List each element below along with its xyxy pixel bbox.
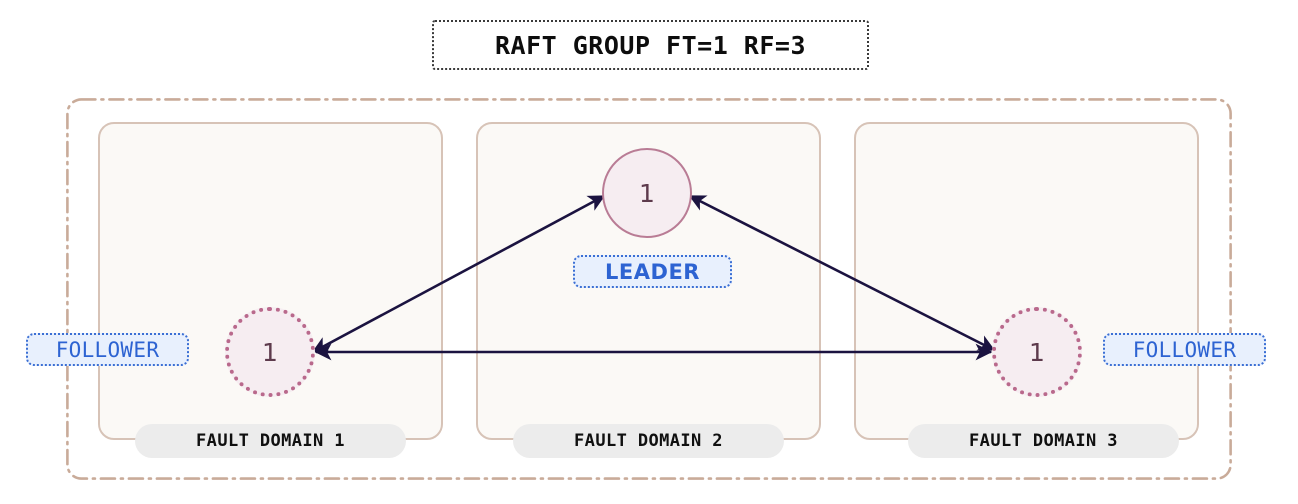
node-leader-label: 1: [639, 178, 655, 208]
diagram-title: RAFT GROUP FT=1 RF=3: [494, 30, 807, 60]
node-leader[interactable]: 1: [602, 148, 692, 238]
badge-leader: LEADER: [573, 255, 732, 288]
node-follower-2-label: 1: [1029, 337, 1045, 367]
badge-follower-2: FOLLOWER: [1103, 333, 1266, 366]
badge-follower-1: FOLLOWER: [26, 333, 189, 366]
fault-domain-3-label: FAULT DOMAIN 3: [908, 424, 1179, 458]
fault-domain-1-label: FAULT DOMAIN 1: [135, 424, 406, 458]
cluster-border-path: [66, 98, 1232, 480]
diagram-title-box: RAFT GROUP FT=1 RF=3: [432, 20, 869, 70]
node-follower-1-label: 1: [262, 337, 278, 367]
raft-cluster-boundary: [66, 98, 1232, 480]
node-follower-1[interactable]: 1: [225, 307, 315, 397]
fault-domain-2-label: FAULT DOMAIN 2: [513, 424, 784, 458]
node-follower-2[interactable]: 1: [992, 307, 1082, 397]
